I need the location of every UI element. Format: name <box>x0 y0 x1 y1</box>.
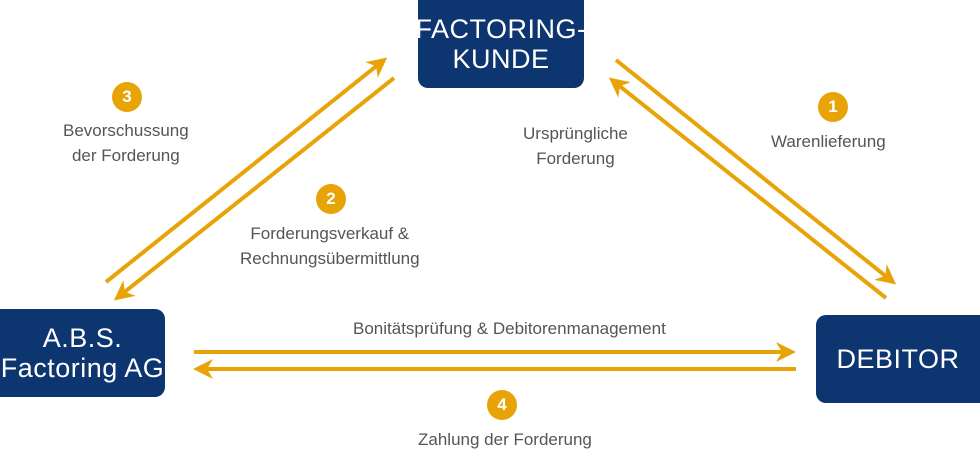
step-3-line1: Bevorschussung <box>63 121 189 140</box>
label-urspruengliche-line2: Forderung <box>536 148 615 168</box>
node-abs-factoring: A.B.S. Factoring AG <box>0 309 165 397</box>
step-3-label: Bevorschussung der Forderung <box>63 119 189 168</box>
node-debitor: DEBITOR <box>816 315 980 403</box>
step-3-line2: der Forderung <box>71 145 180 165</box>
node-debitor-label: DEBITOR <box>836 343 960 374</box>
node-factoring-kunde: FACTORING- KUNDE <box>415 0 587 88</box>
label-urspruengliche-line1: Ursprüngliche <box>523 124 628 143</box>
step-2-label: Forderungsverkauf & Rechnungsübermittlun… <box>240 222 420 271</box>
arrow-kunde-to-abs <box>113 76 396 301</box>
step-3-badge: 3 <box>112 82 142 112</box>
step-1-badge: 1 <box>818 92 848 122</box>
arrow-kunde-to-debitor <box>614 58 897 285</box>
step-4-badge: 4 <box>487 390 517 420</box>
step-4-line1: Zahlung der Forderung <box>418 430 592 449</box>
label-bonitaet-text: Bonitätsprüfung & Debitorenmanagement <box>353 319 666 338</box>
label-urspruengliche-forderung: Ursprüngliche Forderung <box>523 122 628 171</box>
step-4-label: Zahlung der Forderung <box>418 428 592 453</box>
node-abs-line2: Factoring AG <box>0 353 165 383</box>
label-bonitaetspruefung: Bonitätsprüfung & Debitorenmanagement <box>353 317 666 342</box>
node-factoring-kunde-line1: FACTORING- <box>415 13 587 44</box>
step-2-line2: Rechnungsübermittlung <box>240 248 420 268</box>
arrow-abs-to-kunde <box>104 57 388 284</box>
step-1-line1: Warenlieferung <box>771 132 886 151</box>
step-2-line1: Forderungsverkauf & <box>250 224 410 243</box>
step-1-label: Warenlieferung <box>771 130 886 155</box>
node-factoring-kunde-line2: KUNDE <box>452 44 550 74</box>
arrow-debitor-to-kunde <box>608 77 888 300</box>
node-abs-line1: A.B.S. <box>42 322 123 353</box>
step-2-badge: 2 <box>316 184 346 214</box>
